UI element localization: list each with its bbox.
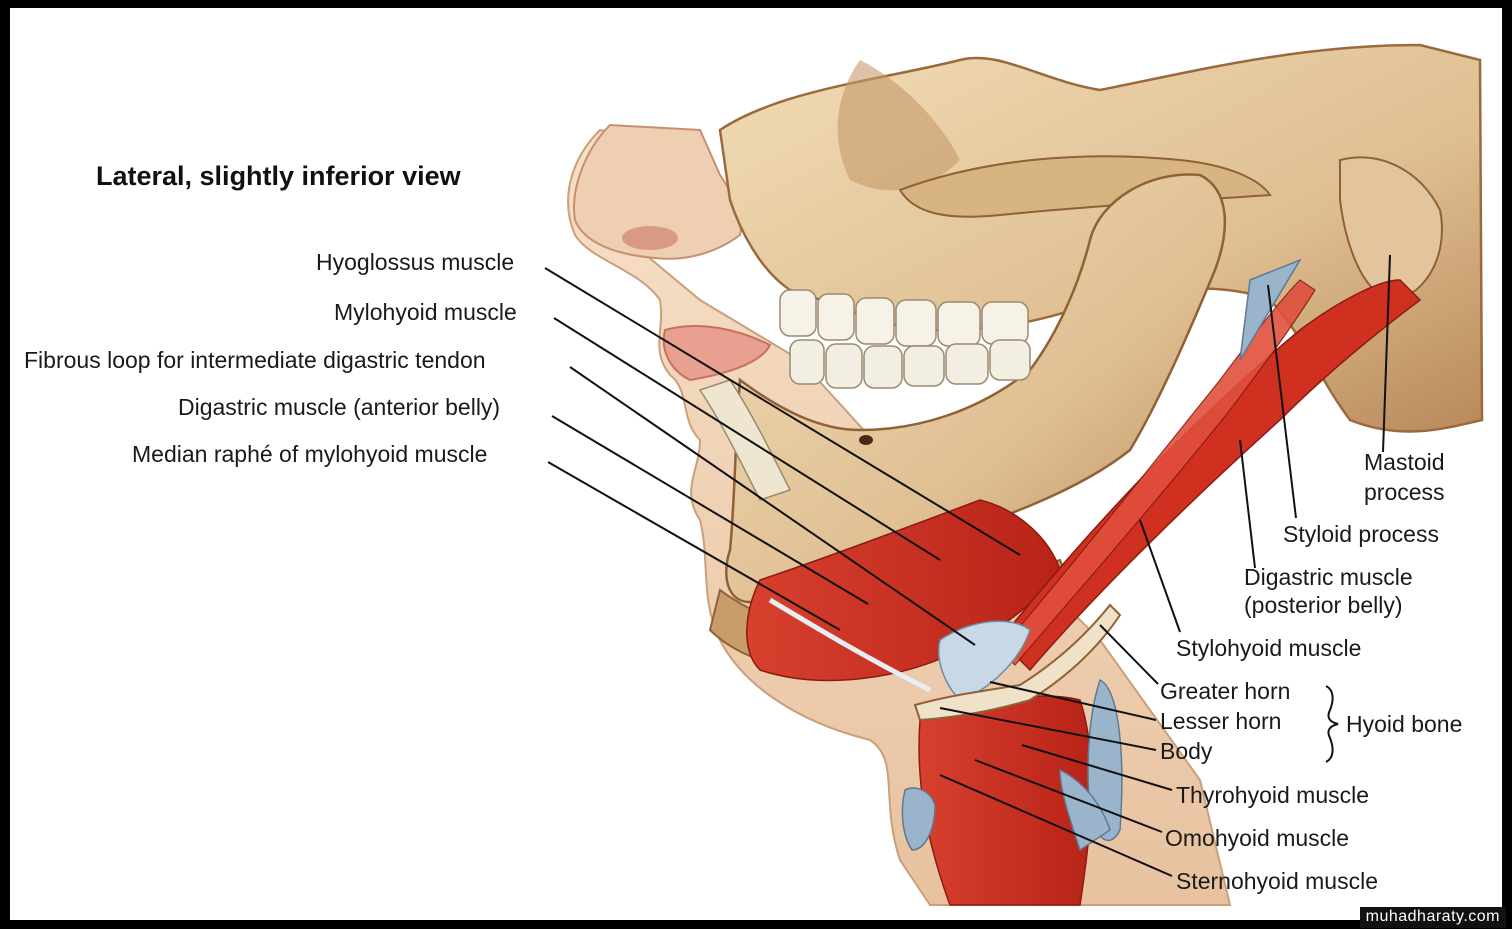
label-omohyoid-muscle: Omohyoid muscle xyxy=(1165,825,1349,851)
lower-teeth xyxy=(789,339,1031,389)
upper-teeth xyxy=(779,289,1029,347)
leader-lesser-horn xyxy=(989,681,1157,721)
stylohyoid-muscle-shape xyxy=(999,279,1316,666)
leader-thyrohyoid xyxy=(1021,744,1173,791)
label-body: Body xyxy=(1160,738,1213,764)
mandible xyxy=(725,173,1226,604)
orbit-shadow xyxy=(837,60,960,191)
zygomatic-arch xyxy=(898,155,1272,218)
view-title: Lateral, slightly inferior view xyxy=(96,161,462,191)
illustration-plate: Lateral, slightly inferior view Hyogloss… xyxy=(10,8,1502,920)
leader-fibrous-loop xyxy=(569,366,976,646)
label-digastric-anterior-belly: Digastric muscle (anterior belly) xyxy=(178,394,500,420)
label-greater-horn: Greater horn xyxy=(1160,678,1290,704)
label-mastoid-line1: Mastoid xyxy=(1364,449,1445,475)
tracheal-cartilage xyxy=(901,787,936,851)
lips xyxy=(662,324,772,382)
fibrous-loop xyxy=(938,620,1031,701)
hyoid-brace xyxy=(1325,685,1339,763)
label-sternohyoid-muscle: Sternohyoid muscle xyxy=(1176,868,1378,894)
leader-greater-horn xyxy=(1099,624,1159,685)
label-stylohyoid-muscle: Stylohyoid muscle xyxy=(1176,635,1361,661)
leader-digastric-anterior xyxy=(551,415,869,605)
thyroid-cartilage xyxy=(1087,678,1123,842)
mental-foramen xyxy=(859,435,873,445)
hyoid-bone xyxy=(913,603,1122,722)
label-hyoglossus-muscle: Hyoglossus muscle xyxy=(316,249,514,275)
label-mastoid-line2: process xyxy=(1364,479,1445,505)
leader-stylohyoid xyxy=(1139,519,1181,633)
mastoid-process xyxy=(1339,156,1443,302)
label-digastric-posterior-line2: (posterior belly) xyxy=(1244,592,1403,618)
median-raphe-line xyxy=(768,597,932,693)
watermark: muhadharaty.com xyxy=(1359,907,1506,928)
label-styloid-process: Styloid process xyxy=(1283,521,1439,547)
leader-body xyxy=(939,707,1157,751)
label-lesser-horn: Lesser horn xyxy=(1160,708,1281,734)
label-thyrohyoid-muscle: Thyrohyoid muscle xyxy=(1176,782,1369,808)
label-mylohyoid-muscle: Mylohyoid muscle xyxy=(334,299,517,325)
leader-mylohyoid xyxy=(553,317,941,561)
label-hyoid-bone: Hyoid bone xyxy=(1346,711,1462,737)
leader-omohyoid xyxy=(974,759,1163,833)
leader-sternohyoid xyxy=(939,774,1173,877)
nostril xyxy=(622,226,678,250)
leader-digastric-posterior xyxy=(1239,439,1256,569)
label-fibrous-loop: Fibrous loop for intermediate digastric … xyxy=(24,347,486,373)
label-digastric-posterior-line1: Digastric muscle xyxy=(1244,564,1413,590)
leader-hyoglossus xyxy=(544,267,1021,556)
leader-mastoid xyxy=(1382,254,1391,453)
leader-median-raphe xyxy=(547,461,841,631)
leader-styloid xyxy=(1267,284,1297,519)
anatomy-illustration: Lateral, slightly inferior view Hyogloss… xyxy=(24,43,1484,906)
cricoid-cartilage xyxy=(1059,768,1111,852)
label-median-raphe: Median raphé of mylohyoid muscle xyxy=(132,441,487,467)
